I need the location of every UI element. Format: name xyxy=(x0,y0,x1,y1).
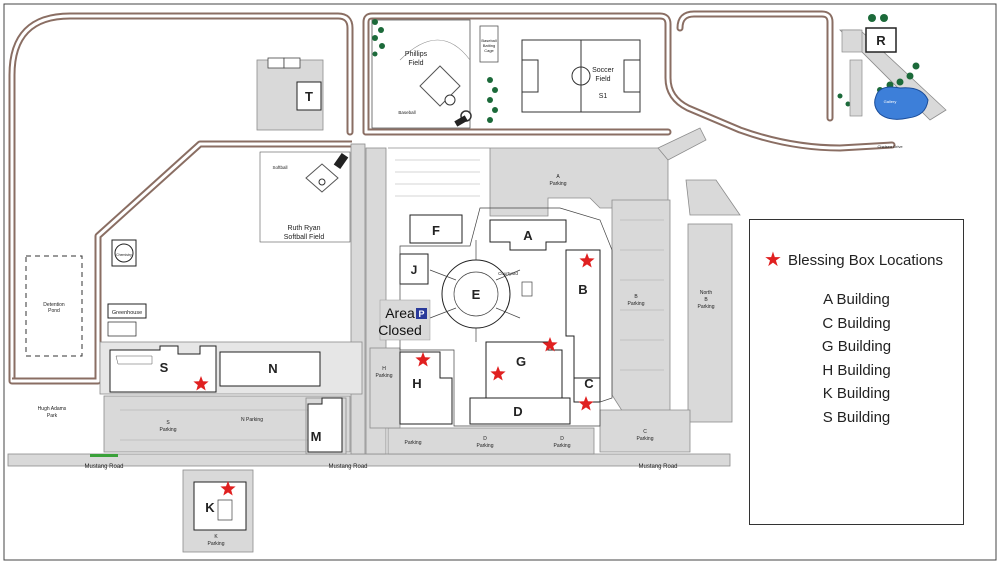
chelsea-drive-label: Chelsea Drive xyxy=(877,144,903,149)
gallery-label: Gallery xyxy=(884,99,897,104)
blessing-box-star-icon xyxy=(579,253,595,268)
building-m-label: M xyxy=(311,429,322,444)
svg-text:R: R xyxy=(876,33,886,48)
legend-item: G Building xyxy=(821,338,892,356)
building-f-label: F xyxy=(432,223,440,238)
building-n xyxy=(219,351,321,387)
parking-sign-icon xyxy=(416,308,427,319)
chemistry-label: Chemistry xyxy=(116,253,132,257)
building-a-label: A xyxy=(523,228,533,243)
greenhouse-building xyxy=(107,303,147,337)
batting-cage xyxy=(479,25,499,63)
building-b-label: B xyxy=(578,282,587,297)
parking-sign-letter: P xyxy=(418,309,424,319)
softball-label: Softball xyxy=(272,165,287,170)
building-k-label: K xyxy=(205,500,215,515)
perimeter-track-inner xyxy=(10,12,894,383)
chemistry-building xyxy=(111,239,137,267)
baseball-label: Baseball xyxy=(398,110,415,115)
parking-stalls xyxy=(120,159,664,441)
legend-item: C Building xyxy=(822,314,891,332)
s1-label: S1 xyxy=(599,93,608,100)
mustang-road-center-label: Mustang Road xyxy=(328,464,367,470)
star-icon: ★ xyxy=(764,249,782,271)
detention-pond xyxy=(25,255,83,357)
courtyard-paths xyxy=(429,240,533,342)
blessing-box-star-icon xyxy=(220,481,236,496)
legend-header: ★ Blessing Box Locations xyxy=(764,250,943,270)
blessing-box-markers xyxy=(193,253,595,496)
legend-item: A Building xyxy=(823,291,890,308)
pond-lake xyxy=(874,86,929,120)
soccer-field xyxy=(521,39,641,113)
building-d-label: D xyxy=(513,404,522,419)
n-parking-label: N Parking xyxy=(241,417,263,423)
building-n-label: N xyxy=(268,361,277,376)
campus-outline xyxy=(399,207,613,427)
building-letters: F A J B E G H C D S N M K xyxy=(160,223,595,515)
blessing-box-star-icon xyxy=(193,376,209,391)
building-m xyxy=(307,397,343,453)
building-j-label: J xyxy=(411,263,418,277)
parking-label-d-west: Parking xyxy=(405,440,422,446)
building-s-label: S xyxy=(160,360,169,375)
building-g-label: G xyxy=(516,354,526,369)
building-e-label: E xyxy=(472,287,481,302)
softball-field xyxy=(259,151,351,243)
legend-item: S Building xyxy=(822,408,891,426)
blessing-box-star-icon xyxy=(415,352,431,367)
building-k xyxy=(193,481,247,531)
area-closed-zone xyxy=(379,299,431,341)
legend-list: A Building C Building G Building H Build… xyxy=(750,288,963,430)
blessing-box-star-icon xyxy=(490,366,506,381)
r-area-pavement xyxy=(841,29,863,117)
main-campus xyxy=(399,214,601,425)
road-marker xyxy=(90,454,118,457)
building-t: T xyxy=(296,81,322,111)
mustang-road-east-label: Mustang Road xyxy=(638,464,677,470)
legend-item: K Building xyxy=(822,385,891,403)
bleachers xyxy=(267,57,468,127)
mustang-road-west-label: Mustang Road xyxy=(84,464,123,470)
svg-text:T: T xyxy=(305,89,313,104)
blessing-box-star-icon xyxy=(542,337,558,352)
courtyard-label: Courtyard xyxy=(498,271,518,276)
greenhouse-label: Greenhouse xyxy=(112,310,142,316)
legend-title: Blessing Box Locations xyxy=(787,251,944,269)
building-s xyxy=(109,345,217,393)
blessing-box-star-icon xyxy=(578,396,594,411)
legend-box: ★ Blessing Box Locations A Building C Bu… xyxy=(749,219,964,525)
phillips-field xyxy=(371,19,472,129)
building-h-label: H xyxy=(412,376,421,391)
legend-item: H Building xyxy=(822,361,891,379)
building-c-label: C xyxy=(584,376,594,391)
r-building: R xyxy=(865,27,897,53)
